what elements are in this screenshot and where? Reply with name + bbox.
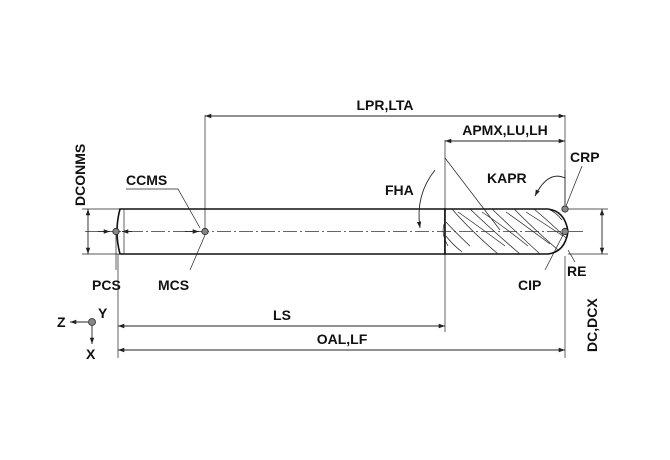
label-pcs: PCS xyxy=(92,277,121,293)
label-lpr-lta: LPR,LTA xyxy=(356,97,413,113)
label-apmx-lu-lh: APMX,LU,LH xyxy=(462,122,548,138)
label-re: RE xyxy=(567,263,586,279)
pcs-point: PCS xyxy=(92,227,121,293)
crp-point: CRP xyxy=(561,149,600,213)
mcs-point: MCS xyxy=(158,227,209,293)
cip-point: CIP xyxy=(518,227,569,293)
label-oal-lf: OAL,LF xyxy=(317,331,368,347)
dim-dc-dcx: DC,DCX xyxy=(568,208,608,352)
label-ccms: CCMS xyxy=(126,172,167,188)
dim-dconms: DCONMS xyxy=(72,144,120,255)
label-kapr: KAPR xyxy=(487,170,527,186)
label-mcs: MCS xyxy=(158,277,189,293)
dim-apmx-lu-lh: APMX,LU,LH xyxy=(444,122,565,209)
re-callout: RE xyxy=(567,249,586,279)
label-fha: FHA xyxy=(385,182,414,198)
kapr-callout: KAPR xyxy=(487,170,566,205)
label-dc-dcx: DC,DCX xyxy=(584,298,600,352)
label-dconms: DCONMS xyxy=(72,144,88,206)
axis-y-label: Y xyxy=(98,305,108,321)
dim-oal-lf: OAL,LF xyxy=(118,256,566,358)
label-cip: CIP xyxy=(518,277,541,293)
coordinate-axes: Z Y X xyxy=(57,305,108,362)
ccms-callout: CCMS xyxy=(126,172,201,229)
axis-z-label: Z xyxy=(57,314,66,330)
fha-callout: FHA xyxy=(385,157,501,231)
dim-ls: LS xyxy=(117,254,446,358)
label-ls: LS xyxy=(273,307,291,323)
label-crp: CRP xyxy=(570,149,600,165)
axis-x-label: X xyxy=(86,346,96,362)
